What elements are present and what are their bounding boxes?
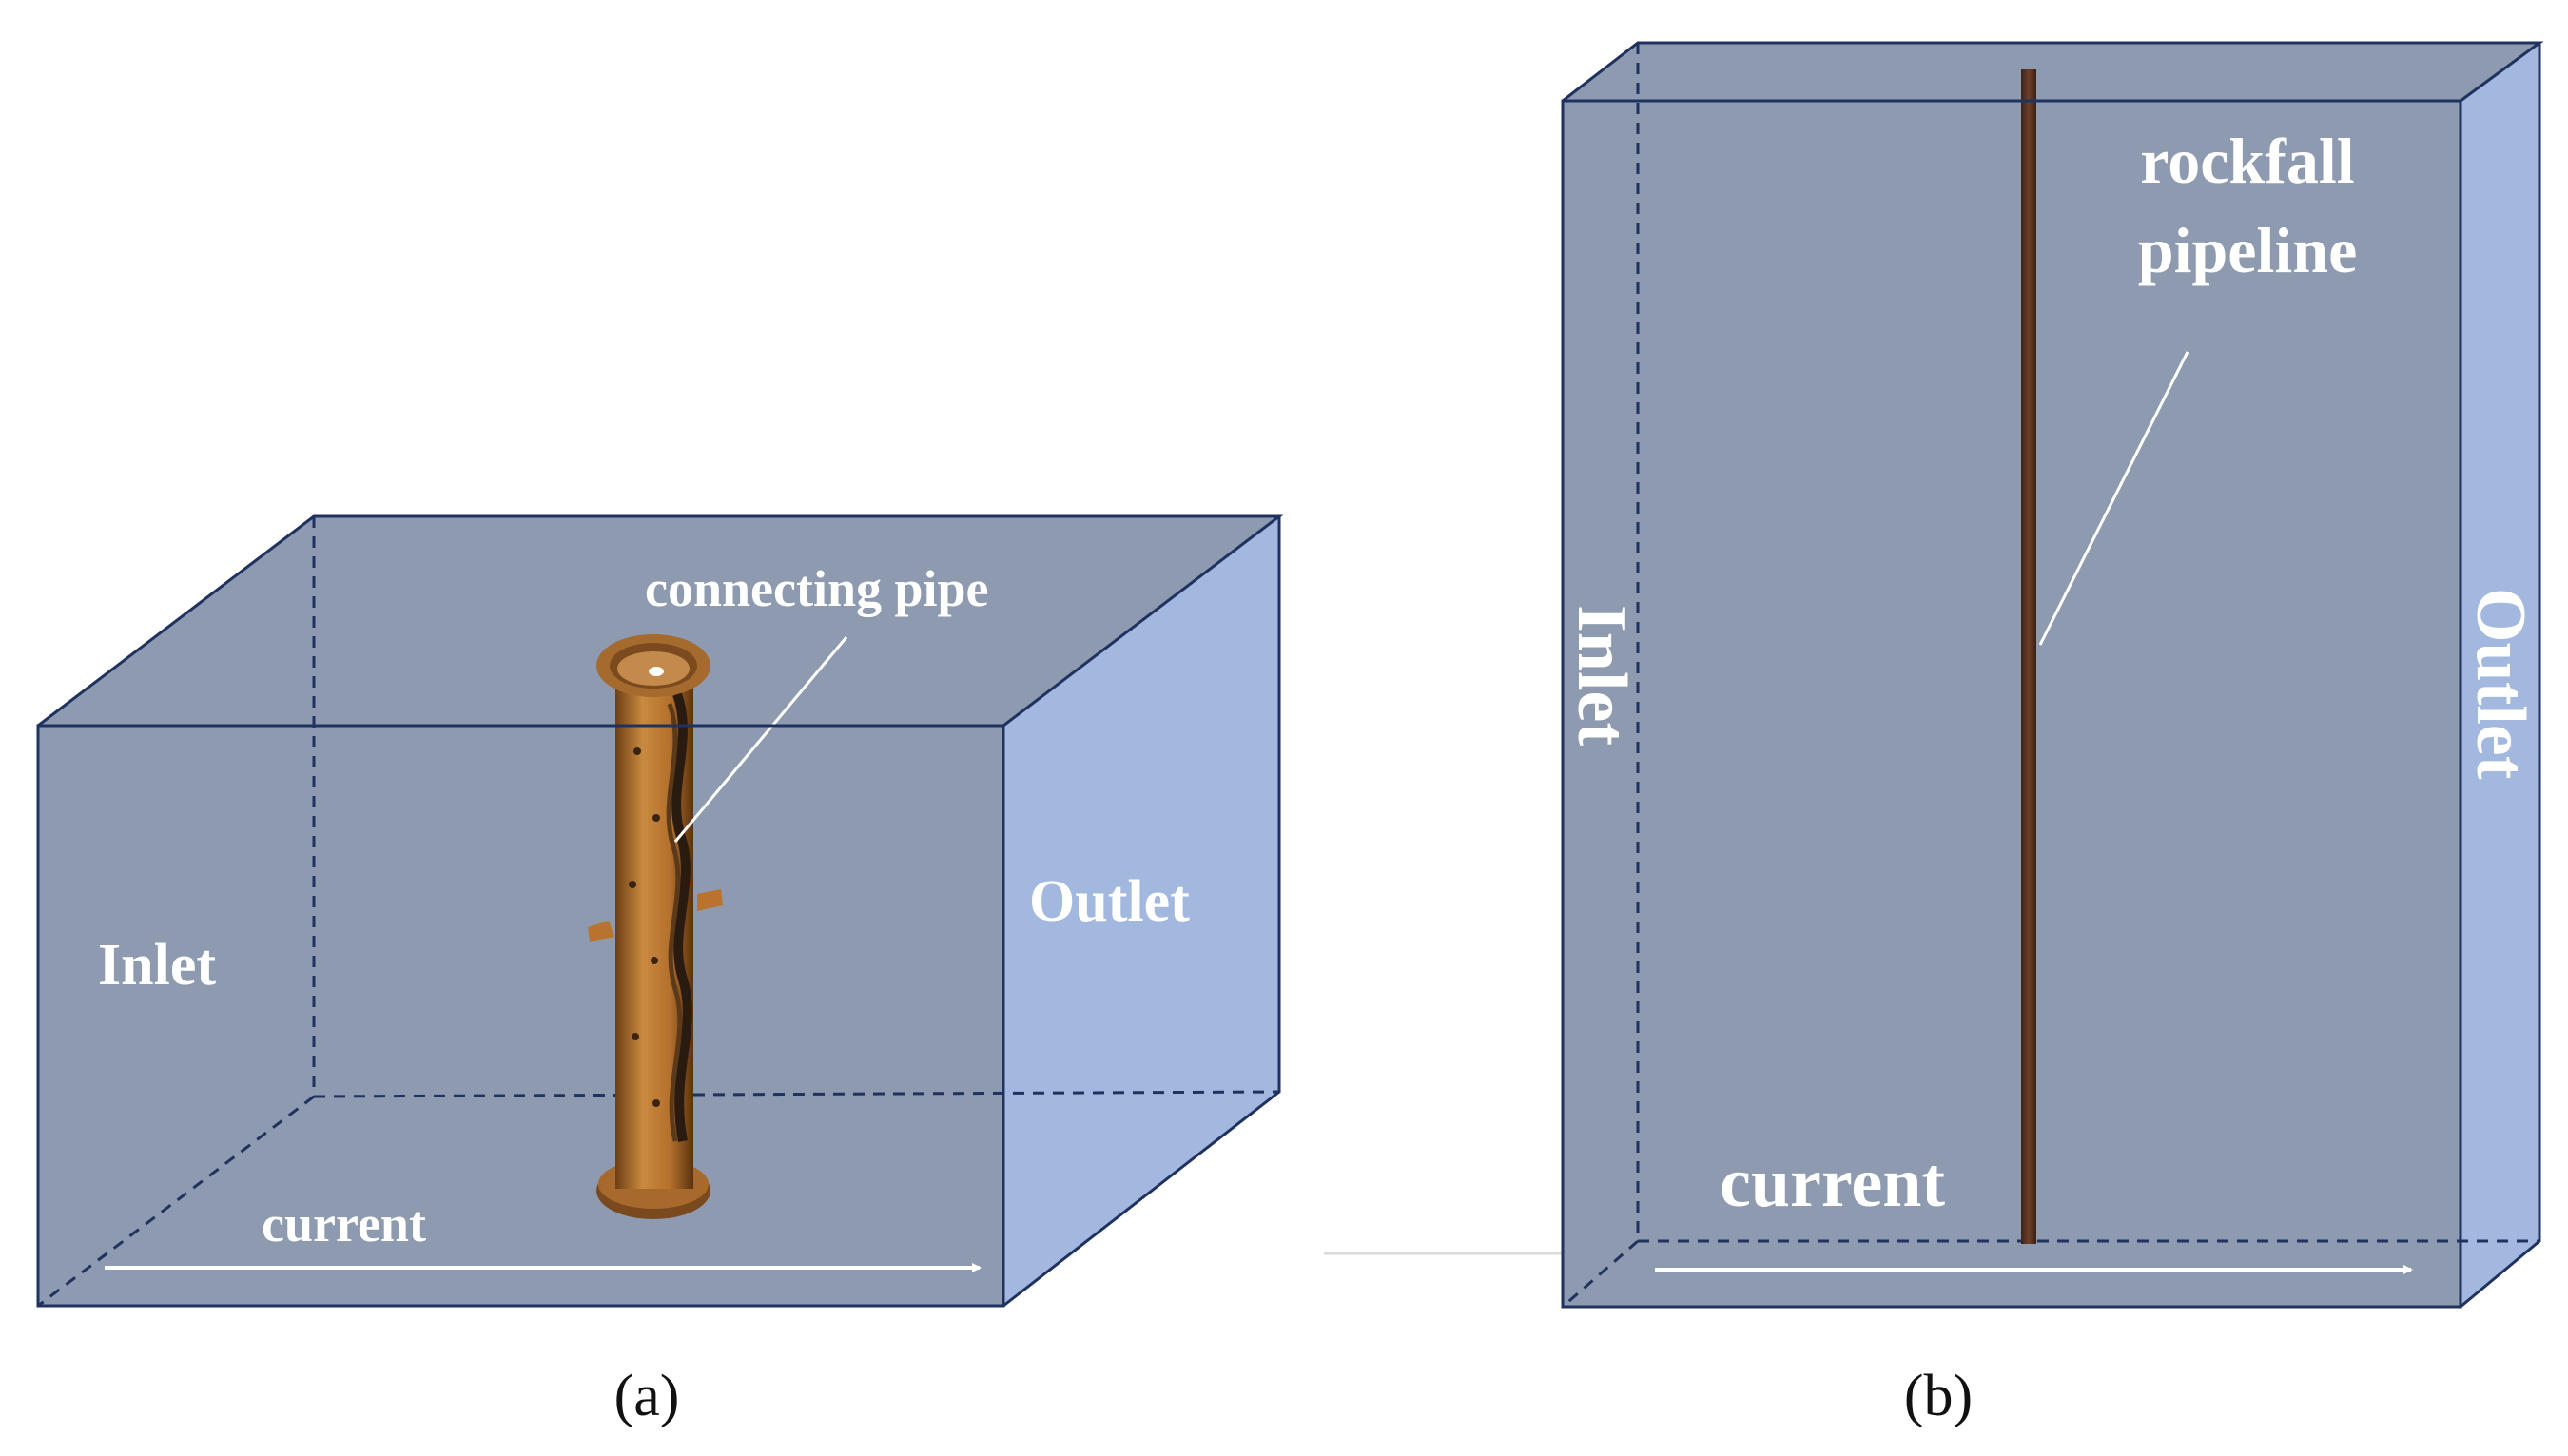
- caption-b: (b): [1904, 1364, 1973, 1428]
- box-b-hidden-edges: [1562, 43, 2539, 1309]
- rockfall-pipeline-label-line1: rockfall: [2140, 125, 2354, 197]
- rockfall-pipeline-leader: [2038, 351, 2189, 646]
- box-b-outlet-face: [2461, 43, 2539, 1307]
- rockfall-pipeline: [2021, 69, 2036, 1244]
- inlet-label-b: Inlet: [1563, 605, 1641, 746]
- box-a-top-face: [38, 516, 1279, 726]
- rockfall-pipeline-label-line2: pipeline: [2138, 214, 2358, 286]
- connecting-pipe-leader: [673, 636, 848, 843]
- outlet-label-b: Outlet: [2461, 588, 2539, 780]
- current-label-b: current: [1720, 1144, 1945, 1222]
- box-a-hidden-edges: [37, 516, 1280, 1308]
- panel-a: Inlet Outlet current connecting pipe (a): [36, 514, 1284, 1428]
- box-b-front-face: [1563, 101, 2461, 1307]
- box-b-edges: [1561, 41, 2544, 1309]
- box-b-top-face: [1563, 43, 2539, 101]
- connecting-pipe: [588, 634, 723, 1219]
- panel-b: Inlet Outlet current rockfall pipeline (…: [1561, 41, 2544, 1428]
- box-a-edges: [36, 514, 1284, 1308]
- current-label-a: current: [262, 1195, 426, 1252]
- connecting-pipe-label: connecting pipe: [645, 560, 989, 617]
- caption-a: (a): [614, 1364, 680, 1428]
- box-a-outlet-face: [1003, 516, 1279, 1306]
- outlet-label-a: Outlet: [1029, 869, 1190, 934]
- inlet-label-a: Inlet: [98, 933, 216, 998]
- box-a-front-face: [38, 726, 1003, 1306]
